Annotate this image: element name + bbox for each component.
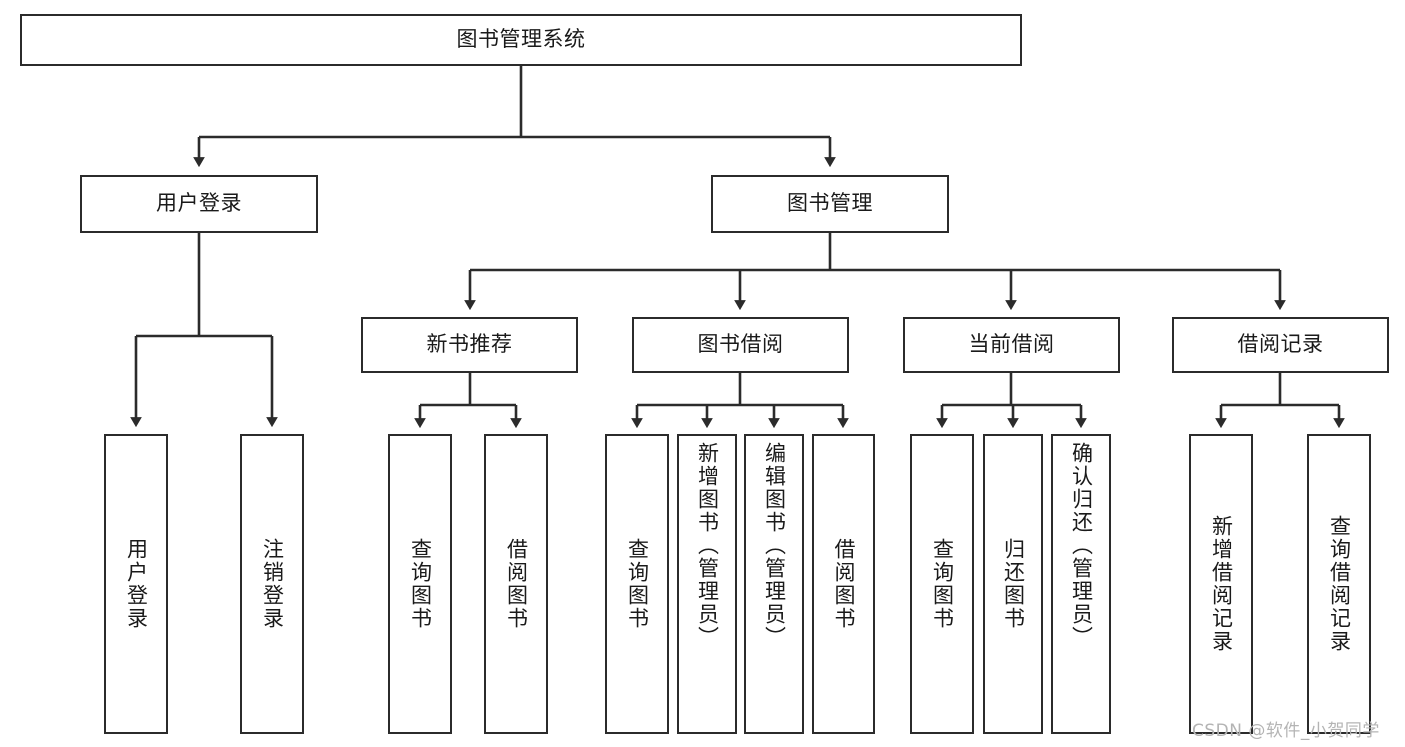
node-user-login-label: 用户登录 [156,191,242,216]
leaf-query-book-2-label: 查询图书 [625,538,650,630]
leaf-edit-book[interactable]: 编辑图书（管理员） [744,434,804,734]
leaf-confirm-return-label: 确认归还（管理员） [1069,442,1094,649]
leaf-query-book-3-label: 查询图书 [930,538,955,630]
leaf-query-book-3[interactable]: 查询图书 [910,434,974,734]
node-root-label: 图书管理系统 [456,27,586,52]
node-user-login[interactable]: 用户登录 [80,175,318,233]
leaf-add-record-label: 新增借阅记录 [1209,515,1234,653]
leaf-user-login[interactable]: 用户登录 [104,434,168,734]
leaf-query-record[interactable]: 查询借阅记录 [1307,434,1371,734]
edges-current-borrow [936,373,1087,429]
leaf-logout-label: 注销登录 [260,538,285,630]
leaf-return-book-label: 归还图书 [1001,538,1026,630]
leaf-edit-book-label: 编辑图书（管理员） [762,442,787,649]
leaf-query-record-label: 查询借阅记录 [1327,515,1352,653]
csdn-watermark: CSDN @软件_小贺同学 [1192,721,1380,741]
edges-book-borrow [631,373,849,429]
leaf-user-login-label: 用户登录 [124,538,149,630]
node-current-borrow-label: 当前借阅 [968,332,1055,357]
node-current-borrow[interactable]: 当前借阅 [903,317,1120,373]
node-book-manage-label: 图书管理 [787,191,873,216]
edges-new-book-recommend [414,373,522,429]
node-new-book-recommend[interactable]: 新书推荐 [361,317,578,373]
node-borrow-record[interactable]: 借阅记录 [1172,317,1389,373]
node-root[interactable]: 图书管理系统 [20,14,1022,66]
leaf-add-book[interactable]: 新增图书（管理员） [677,434,737,734]
edges-root [193,66,836,168]
leaf-borrow-book-2[interactable]: 借阅图书 [812,434,875,734]
edges-user-login [130,233,278,428]
node-book-manage[interactable]: 图书管理 [711,175,949,233]
node-borrow-record-label: 借阅记录 [1237,332,1324,357]
leaf-confirm-return[interactable]: 确认归还（管理员） [1051,434,1111,734]
leaf-query-book-1-label: 查询图书 [408,538,433,630]
node-book-borrow[interactable]: 图书借阅 [632,317,849,373]
node-new-book-recommend-label: 新书推荐 [426,332,513,357]
edges-book-manage [464,233,1286,311]
leaf-return-book[interactable]: 归还图书 [983,434,1043,734]
edges-borrow-record [1215,373,1345,429]
leaf-add-record[interactable]: 新增借阅记录 [1189,434,1253,734]
leaf-logout[interactable]: 注销登录 [240,434,304,734]
node-book-borrow-label: 图书借阅 [697,332,784,357]
leaf-borrow-book-1-label: 借阅图书 [504,538,529,630]
leaf-query-book-1[interactable]: 查询图书 [388,434,452,734]
leaf-borrow-book-2-label: 借阅图书 [831,538,856,630]
leaf-query-book-2[interactable]: 查询图书 [605,434,669,734]
leaf-borrow-book-1[interactable]: 借阅图书 [484,434,548,734]
leaf-add-book-label: 新增图书（管理员） [695,442,720,649]
